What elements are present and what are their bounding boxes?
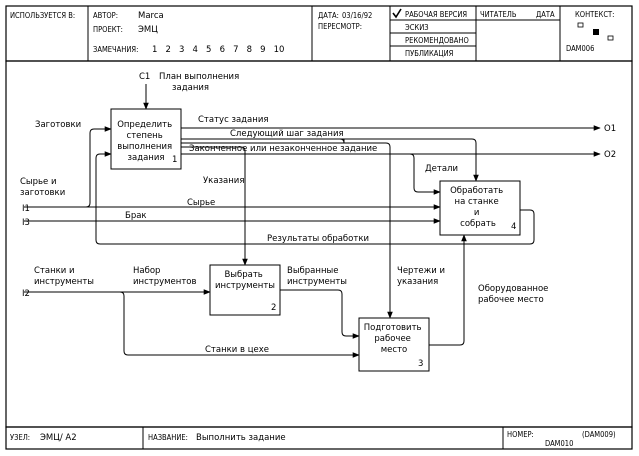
number-label: НОМЕР: xyxy=(507,430,534,439)
box-1-label: Определить степень выполнения задания xyxy=(117,120,175,163)
project-value: ЭМЦ xyxy=(138,25,158,35)
notes-label: ЗАМЕЧАНИЯ: xyxy=(93,45,138,54)
label-o1: O1 xyxy=(604,124,616,134)
label-plan: План выполнения задания xyxy=(159,72,242,93)
revision-label: ПЕРЕСМОТР: xyxy=(318,22,362,31)
notes-numbers: 1 2 3 4 5 6 7 8 9 10 xyxy=(152,45,284,55)
arrow-drawings xyxy=(181,138,390,318)
box-1-number: 1 xyxy=(172,155,177,165)
status-working-version: РАБОЧАЯ ВЕРСИЯ xyxy=(405,10,467,19)
node-value: ЭМЦ/ А2 xyxy=(40,433,77,443)
author-value: Marca xyxy=(138,11,164,21)
box-4[interactable]: Обработать на станке и собрать 4 xyxy=(439,180,521,236)
checkmark-icon xyxy=(392,8,402,19)
label-blanks: Заготовки xyxy=(35,120,81,130)
label-o2: O2 xyxy=(604,150,616,160)
label-next-step: Следующий шаг задания xyxy=(230,129,344,139)
title-value: Выполнить задание xyxy=(196,433,286,443)
box-4-number: 4 xyxy=(511,222,516,232)
label-machines-and-tools: Станки и инструменты xyxy=(34,266,94,287)
author-label: АВТОР: xyxy=(93,11,118,20)
box-3-number: 3 xyxy=(418,359,423,369)
status-publication: ПУБЛИКАЦИЯ xyxy=(405,49,454,58)
box-4-label: Обработать на станке и собрать xyxy=(450,186,506,229)
number-value: (DAM009) xyxy=(582,430,616,439)
box-3-label: Подготовить рабочее место xyxy=(364,323,425,355)
context-selected-box-icon xyxy=(593,29,599,35)
label-raw: Сырье xyxy=(187,198,215,208)
arrows xyxy=(24,84,601,358)
box-2[interactable]: Выбрать инструменты 2 xyxy=(209,264,281,316)
label-i2: I2 xyxy=(22,289,30,299)
context-node: DAM006 xyxy=(566,44,594,53)
arrow-selected-tools xyxy=(280,289,360,339)
box-2-number: 2 xyxy=(271,303,276,313)
label-task-status: Статус задания xyxy=(198,115,268,125)
context-box-icon xyxy=(577,22,584,28)
label-i3: I3 xyxy=(22,218,30,228)
number-sub: DAM010 xyxy=(545,439,573,448)
arrow-equipped-place xyxy=(429,234,467,346)
label-tool-set: Набор инструментов xyxy=(133,266,197,287)
node-label: УЗЕЛ: xyxy=(10,433,30,442)
label-selected-tools: Выбранные инструменты xyxy=(287,266,347,287)
label-instructions: Указания xyxy=(203,176,244,186)
label-details: Детали xyxy=(425,164,458,174)
label-processing-results: Результаты обработки xyxy=(267,234,369,244)
arrow-machines-in-shop xyxy=(119,291,360,358)
used-in-label: ИСПОЛЬЗУЕТСЯ В: xyxy=(10,11,75,20)
context-box-icon xyxy=(607,35,614,41)
label-machines-in-shop: Станки в цехе xyxy=(205,345,269,355)
label-defect: Брак xyxy=(125,211,147,221)
label-raw-and-blanks: Сырье и заготовки xyxy=(20,177,65,198)
reader-label: ЧИТАТЕЛЬ xyxy=(480,10,517,19)
project-label: ПРОЕКТ: xyxy=(93,25,123,34)
label-i1: I1 xyxy=(22,204,30,214)
title-label: НАЗВАНИЕ: xyxy=(148,433,188,442)
status-recommended: РЕКОМЕНДОВАНО xyxy=(405,36,469,45)
label-done-or-not: Законченное или незаконченное задание xyxy=(189,144,377,154)
context-label: КОНТЕКСТ: xyxy=(575,10,614,19)
arrow-instructions xyxy=(181,146,248,266)
arrow-details xyxy=(409,153,441,195)
label-drawings: Чертежи и указания xyxy=(397,266,448,287)
status-draft: ЭСКИЗ xyxy=(405,23,429,32)
arrow-labels: C1 План выполнения задания Заготовки Сыр… xyxy=(20,72,616,355)
label-c1: C1 xyxy=(139,72,150,82)
box-2-label: Выбрать инструменты xyxy=(215,270,275,291)
header: ИСПОЛЬЗУЕТСЯ В: АВТОР: Marca ПРОЕКТ: ЭМЦ… xyxy=(5,5,633,62)
date-label: ДАТА: xyxy=(318,11,339,20)
footer-frame xyxy=(5,426,633,450)
reader-date-label: ДАТА xyxy=(536,10,555,19)
footer: УЗЕЛ: ЭМЦ/ А2 НАЗВАНИЕ: Выполнить задани… xyxy=(5,426,633,450)
arrow-next-step xyxy=(181,138,479,182)
box-3[interactable]: Подготовить рабочее место 3 xyxy=(358,317,430,372)
box-1[interactable]: Определить степень выполнения задания 1 xyxy=(110,108,182,170)
date-value: 03/16/92 xyxy=(342,11,372,20)
arrow-processing-results xyxy=(95,151,535,245)
label-equipped-place: Оборудованное рабочее место xyxy=(478,284,551,305)
